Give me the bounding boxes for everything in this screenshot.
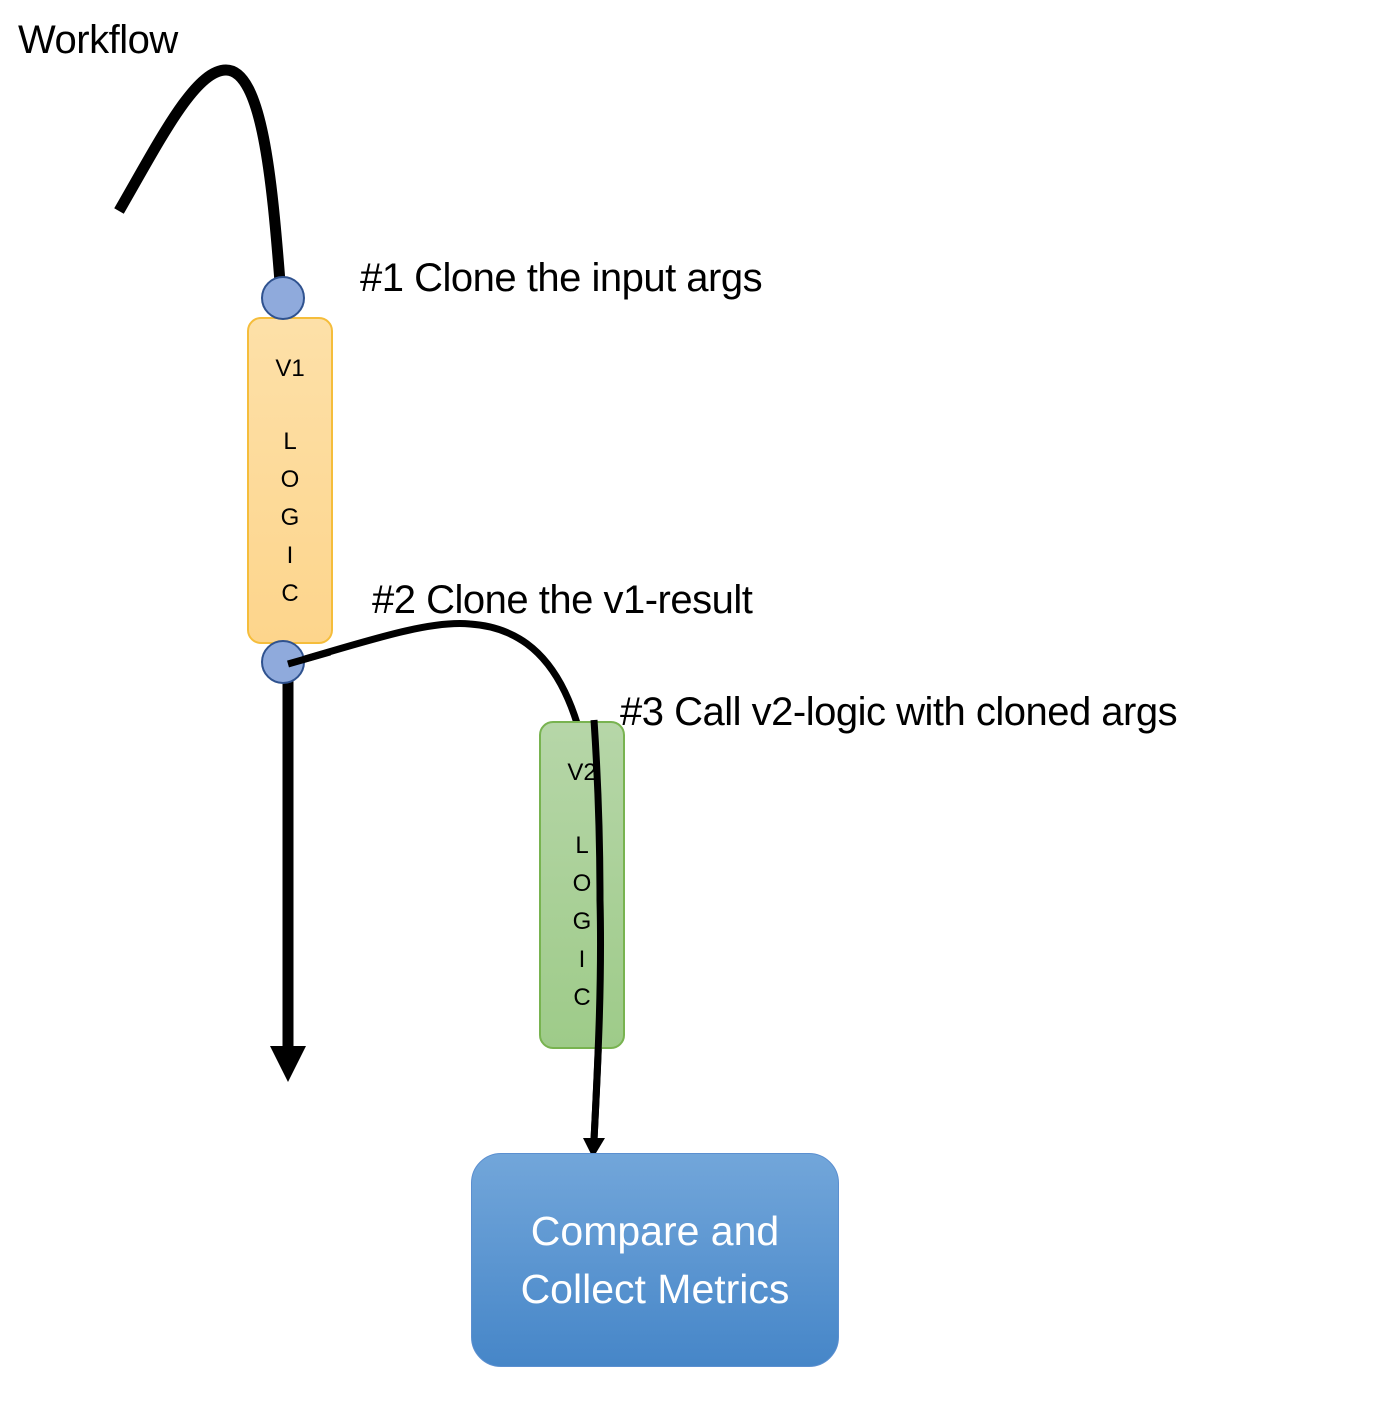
- v1-version-label: V1: [275, 355, 305, 382]
- v1-letter: G: [280, 504, 300, 531]
- v1-letter: L: [283, 428, 297, 455]
- step2-label: #2 Clone the v1-result: [372, 578, 753, 622]
- v2-version-label: V2: [567, 759, 597, 786]
- v2-logic-box: V2 L O G I C: [539, 721, 625, 1049]
- compare-line-2: Collect Metrics: [520, 1266, 790, 1312]
- v1-letter: O: [280, 466, 300, 493]
- branch-curve-overlay: [590, 719, 605, 1141]
- workflow-curve: [114, 64, 286, 283]
- v2-letter: G: [572, 908, 592, 935]
- compare-line-1: Compare and: [530, 1208, 780, 1254]
- clone-args-node: [261, 276, 305, 320]
- step3-label: #3 Call v2-logic with cloned args: [620, 690, 1178, 734]
- v1-letter: C: [281, 580, 299, 607]
- step1-label: #1 Clone the input args: [360, 256, 763, 300]
- main-flow-arrowhead: [270, 1046, 306, 1082]
- branch-arrowhead: [583, 1138, 605, 1158]
- v1-letter: I: [286, 542, 294, 569]
- v2-letter: I: [578, 946, 586, 973]
- v2-letter: L: [575, 832, 589, 859]
- diagram-title: Workflow: [18, 18, 178, 62]
- branch-start-segment: [287, 648, 331, 668]
- v2-letter: C: [573, 984, 591, 1011]
- compare-metrics-box: Compare and Collect Metrics: [471, 1153, 839, 1367]
- v2-letter: O: [572, 870, 592, 897]
